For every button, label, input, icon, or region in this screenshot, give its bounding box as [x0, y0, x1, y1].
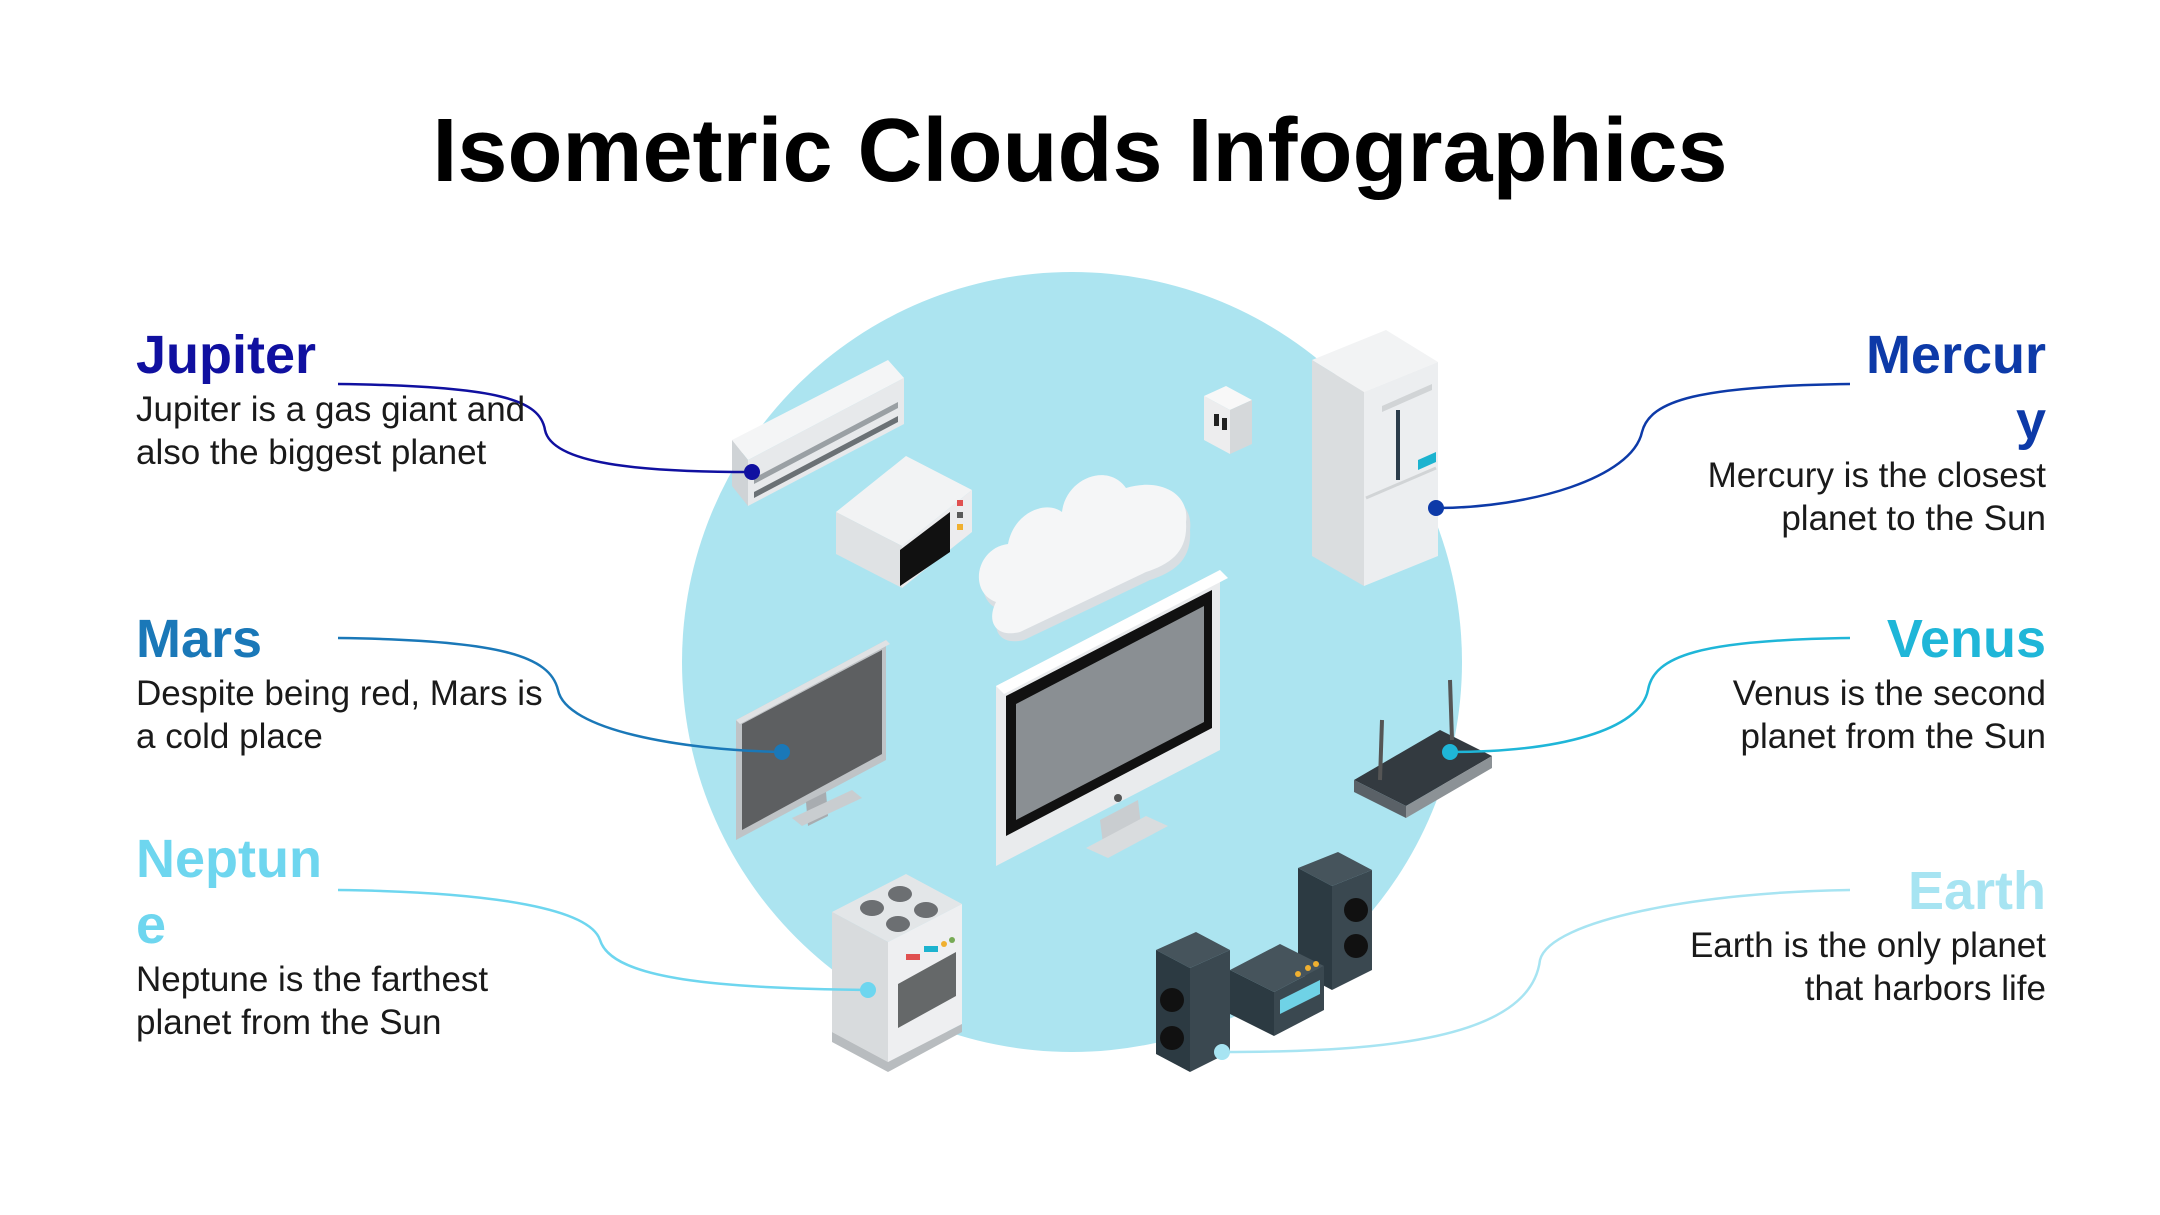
mars-description: Despite being red, Mars is a cold place — [136, 674, 543, 756]
mercury-block: Mercury Mercury is the closest planet to… — [1626, 322, 2046, 540]
mercury-description: Mercury is the closest planet to the Sun — [1707, 456, 2046, 538]
connector-lines — [337, 382, 1851, 1060]
earth-block: Earth Earth is the only planet that harb… — [1626, 858, 2046, 1010]
router-icon — [1354, 679, 1492, 818]
mars-connector — [337, 636, 783, 754]
microwave-icon — [836, 456, 972, 588]
mercury-title: Mercury — [1865, 325, 2046, 451]
speakers-icon — [1156, 852, 1372, 1072]
earth-connector — [1221, 888, 1851, 1054]
neptune-block: Neptune Neptune is the farthest planet f… — [136, 826, 556, 1044]
tv-icon — [736, 640, 890, 840]
venus-block: Venus Venus is the second planet from th… — [1626, 606, 2046, 758]
mercury-connector — [1435, 382, 1851, 510]
venus-connector — [1449, 636, 1851, 754]
jupiter-block: Jupiter Jupiter is a gas giant and also … — [136, 322, 556, 474]
fridge-icon — [1312, 330, 1438, 586]
venus-description: Venus is the second planet from the Sun — [1732, 674, 2046, 756]
neptune-title: Neptune — [136, 829, 322, 955]
page-title: Isometric Clouds Infographics — [432, 101, 1728, 201]
stove-icon — [832, 874, 962, 1072]
jupiter-description: Jupiter is a gas giant and also the bigg… — [136, 390, 526, 472]
venus-title: Venus — [1886, 609, 2046, 669]
monitor-icon — [996, 570, 1228, 866]
wall-socket-icon — [1204, 386, 1252, 454]
earth-title: Earth — [1907, 861, 2046, 921]
mars-title: Mars — [136, 609, 263, 669]
air-conditioner-icon — [732, 360, 904, 506]
neptune-connector — [337, 888, 869, 992]
cloud-icon — [978, 475, 1191, 642]
jupiter-connector — [337, 382, 753, 474]
mars-block: Mars Despite being red, Mars is a cold p… — [136, 606, 556, 758]
jupiter-title: Jupiter — [136, 325, 317, 385]
earth-description: Earth is the only planet that harbors li… — [1689, 926, 2046, 1008]
neptune-description: Neptune is the farthest planet from the … — [136, 960, 489, 1042]
